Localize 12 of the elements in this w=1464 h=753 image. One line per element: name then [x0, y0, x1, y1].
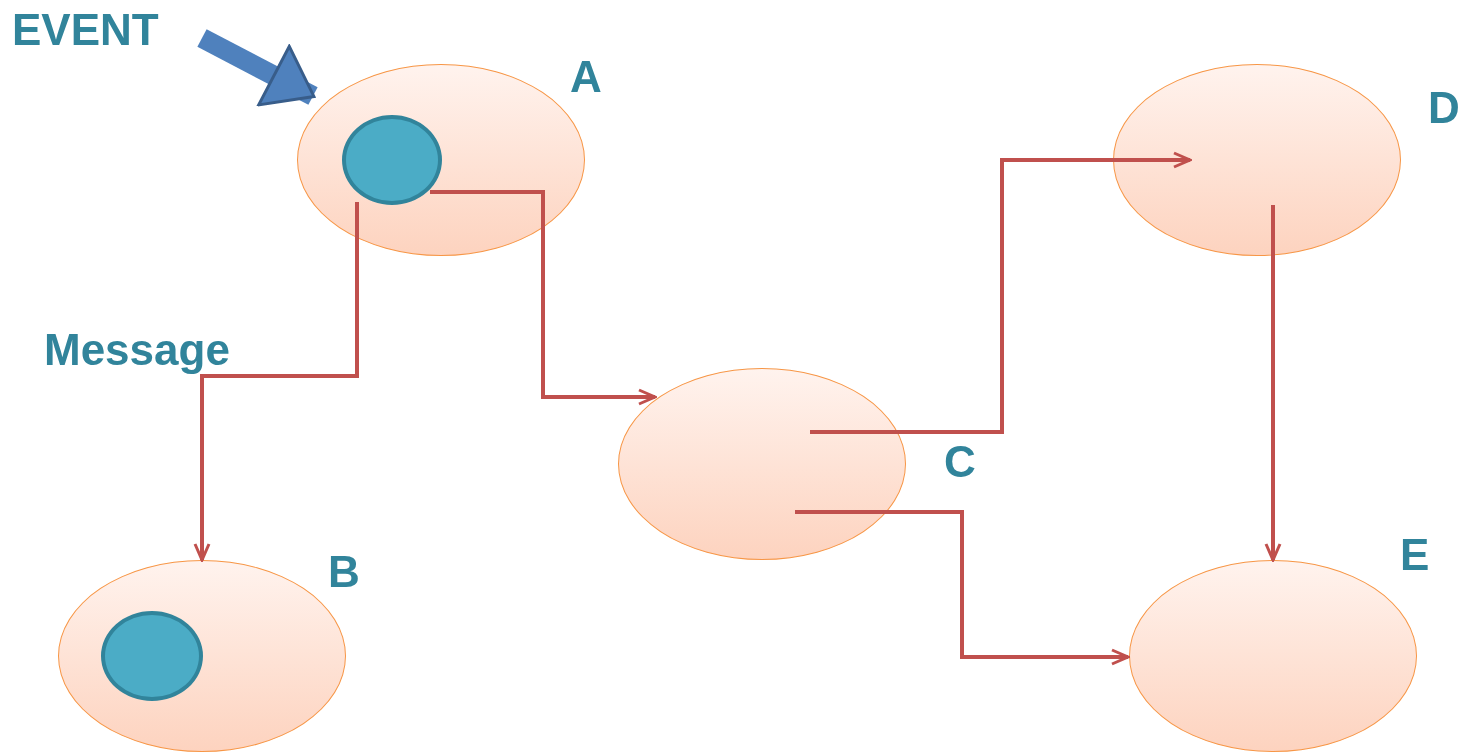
arrow — [810, 151, 1192, 434]
node-label: B — [328, 550, 360, 594]
node-label: E — [1400, 533, 1430, 577]
arrow — [193, 202, 359, 562]
arrow — [795, 510, 1130, 666]
block-arrow — [197, 29, 318, 107]
node-label: D — [1428, 86, 1460, 130]
node-label: A — [570, 55, 602, 99]
arrow — [1264, 205, 1282, 562]
arrow — [430, 190, 657, 406]
node-label: C — [944, 440, 976, 484]
node-label: EVENT — [12, 8, 159, 52]
